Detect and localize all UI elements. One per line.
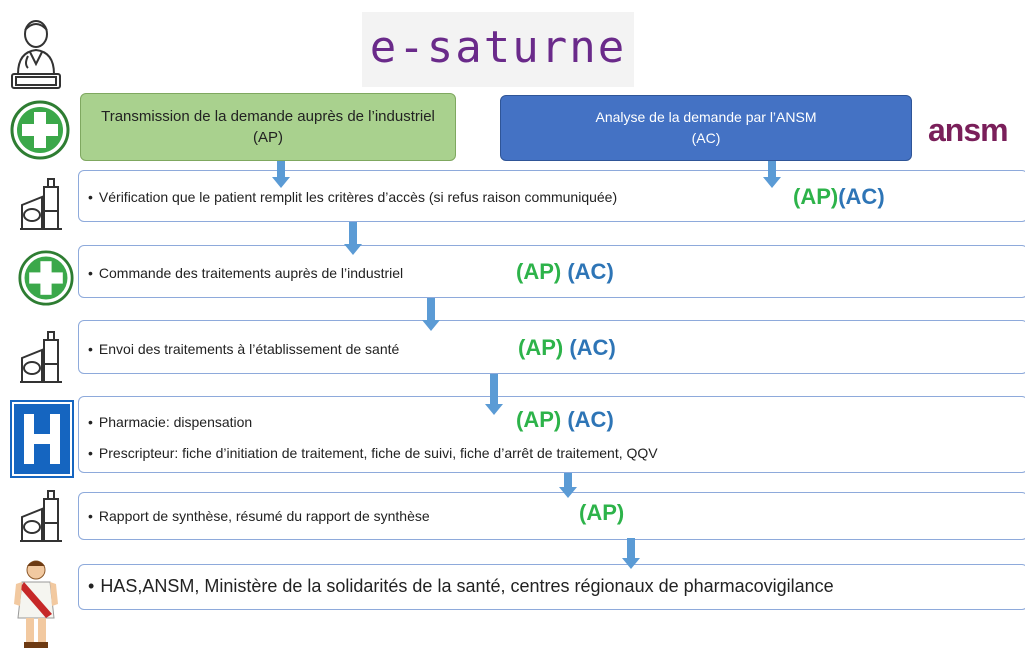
- step-2-tags: (AP) (AC): [516, 259, 614, 285]
- step-3-box: [78, 320, 1025, 374]
- step-3-tags: (AP) (AC): [518, 335, 616, 361]
- arrow-7: [622, 538, 640, 569]
- e-saturne-logo: e-saturne: [362, 12, 634, 87]
- arrow-1: [272, 161, 290, 188]
- step-5-item-1: •Rapport de synthèse, résumé du rapport …: [88, 508, 430, 524]
- step-4-item-2: •Prescripteur: fiche d’initiation de tra…: [88, 445, 658, 461]
- tag-ap: (AP): [793, 184, 839, 209]
- step-5-tags: (AP): [579, 500, 624, 526]
- analyse-box: Analyse de la demande par l’ANSM (AC): [500, 95, 912, 161]
- step-6-item-1: •HAS,ANSM, Ministère de la solidarités d…: [88, 576, 834, 596]
- tag-ac: (AC): [569, 335, 616, 360]
- step-4-tags: (AP) (AC): [516, 407, 614, 433]
- factory-icon: [20, 490, 62, 542]
- analyse-box-line1: Analyse de la demande par l’ANSM: [595, 109, 817, 125]
- arrow-2: [763, 161, 781, 188]
- roman-figure-icon: [14, 560, 58, 648]
- tag-ap: (AP): [518, 335, 564, 360]
- step-1-item-1: •Vérification que le patient remplit les…: [88, 189, 618, 205]
- step-4-item-1: •Pharmacie: dispensation: [88, 414, 253, 430]
- hospital-icon: [10, 400, 74, 478]
- factory-icon: [20, 178, 62, 230]
- step-1-tags: (AP)(AC): [793, 184, 885, 210]
- arrow-3: [344, 222, 362, 255]
- arrow-6: [559, 473, 577, 498]
- analyse-box-line2: (AC): [691, 130, 721, 146]
- pharmacy-cross-icon: [18, 250, 74, 306]
- transmission-box: Transmission de la demande auprès de l’i…: [80, 93, 456, 161]
- tag-ac: (AC): [838, 184, 885, 209]
- tag-ap: (AP): [579, 500, 625, 525]
- pharmacy-cross-icon: [10, 100, 70, 160]
- transmission-box-label: Transmission de la demande auprès de l’i…: [101, 108, 435, 146]
- arrow-5: [485, 374, 503, 415]
- tag-ac: (AC): [567, 407, 614, 432]
- tag-ap: (AP): [516, 407, 562, 432]
- tag-ac: (AC): [567, 259, 614, 284]
- step-1-box: [78, 170, 1025, 222]
- factory-icon: [20, 331, 62, 383]
- step-6-box: [78, 564, 1025, 610]
- arrow-4: [422, 298, 440, 331]
- step-5-box: [78, 492, 1025, 540]
- ansm-logo: ansm: [928, 112, 1009, 148]
- tag-ap: (AP): [516, 259, 562, 284]
- step-4-box: [78, 396, 1025, 473]
- doctor-laptop-icon: [11, 20, 61, 89]
- step-2-box: [78, 245, 1025, 298]
- step-3-item-1: •Envoi des traitements à l’établissement…: [88, 341, 400, 357]
- logo-text: e-saturne: [369, 22, 627, 73]
- analyse-box-label: Analyse de la demande par l’ANSM (AC): [595, 107, 816, 149]
- step-2-item-1: •Commande des traitements auprès de l’in…: [88, 265, 404, 281]
